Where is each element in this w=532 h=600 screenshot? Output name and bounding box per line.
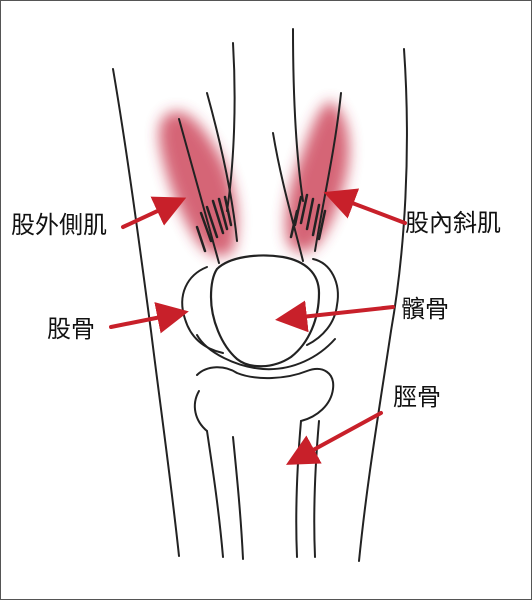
label-vastus-lateralis: 股外側肌 xyxy=(11,211,107,239)
outer-leg-line-left xyxy=(112,68,180,557)
leg-outline xyxy=(112,28,408,562)
tibia-bone xyxy=(193,366,335,560)
arrow-patella xyxy=(275,300,395,333)
arrow-femur xyxy=(109,302,189,334)
label-femur: 股骨 xyxy=(47,315,95,343)
patella-bone xyxy=(209,254,321,368)
fiber-hatching xyxy=(195,193,327,253)
thigh-inner-left xyxy=(226,42,236,212)
arrow-vastus-lateralis xyxy=(121,196,187,229)
label-vastus-medialis: 股內斜肌 xyxy=(405,209,501,237)
label-patella: 髕骨 xyxy=(401,295,449,323)
pointer-arrows xyxy=(109,188,407,465)
arrow-tibia xyxy=(285,411,383,465)
arrow-vastus-medialis xyxy=(323,188,407,225)
outer-leg-line-right xyxy=(358,48,408,562)
vastus-lateralis-muscle xyxy=(159,111,238,256)
label-tibia: 脛骨 xyxy=(393,383,441,411)
thigh-inner-right xyxy=(292,28,304,202)
